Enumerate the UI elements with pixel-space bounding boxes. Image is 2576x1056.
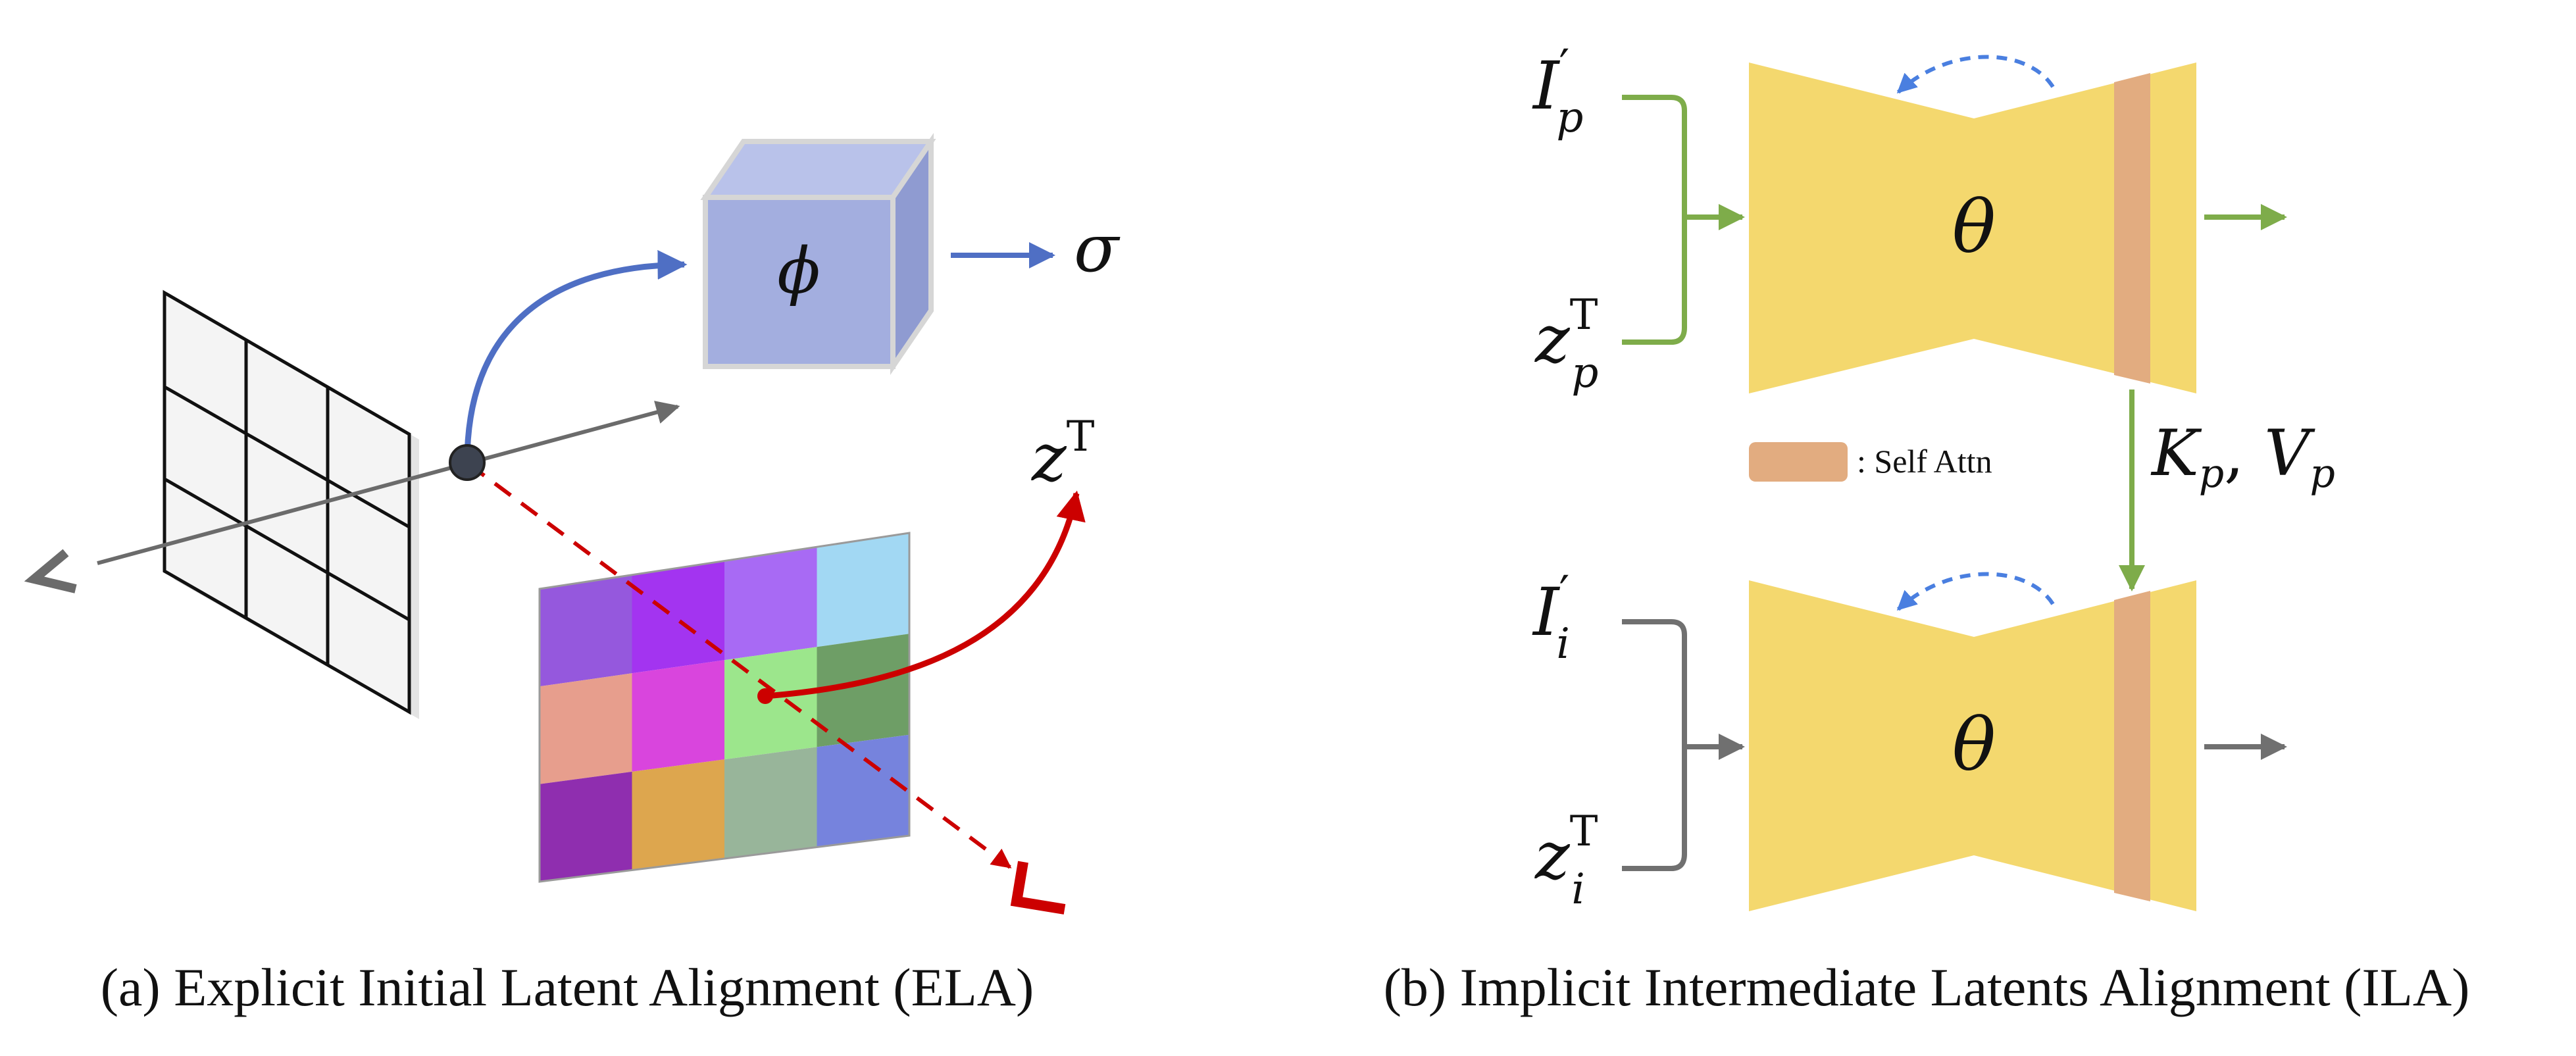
latent-cell [724,647,817,760]
target-camera-eye-icon [1010,861,1066,915]
camera-ray [97,401,680,565]
top-input-bracket [1622,95,1687,345]
latent-cell [632,660,724,772]
bottom-image-input: I′i [1532,566,1570,668]
latent-output-arrow [765,490,1086,699]
caption-b: (b) Implicit Intermediate Latents Alignm… [1384,957,2470,1017]
latent-cell [540,771,632,882]
sigma-label: σ [1074,210,1121,287]
image-plane [163,289,419,719]
latent-cell [724,747,817,859]
latent-cell [540,574,632,687]
latent-cell [817,533,909,647]
bottom-skip-arrow [1896,572,2055,611]
latent-cell [540,673,632,784]
latent-grid-border [538,532,911,883]
panel-a: ϕ σ zT (a) Explicit Initial Latent Align… [24,133,1121,1017]
latent-label: zT [1031,413,1095,496]
top-skip-arrow [1896,55,2055,94]
top-image-input: I′p [1532,39,1583,142]
top-unet-label: θ [1952,185,1996,269]
bottom-input-bracket [1622,619,1687,871]
camera-eye-icon [24,549,77,593]
latent-cell [724,547,817,661]
ray-sample-point [449,444,486,481]
top-unet: θ [1749,55,2196,393]
mlp-input-arrow [464,250,688,463]
cube-label: ϕ [777,234,820,308]
caption-a: (a) Explicit Initial Latent Alignment (E… [101,957,1034,1017]
kv-label: Kp, Vp [2150,416,2335,497]
latent-cell [632,561,724,674]
latent-cell [817,634,909,747]
latent-grid [538,532,911,883]
self-attn-legend-swatch [1749,442,1848,482]
mlp-cube [700,133,936,375]
latent-cell [632,759,724,870]
bottom-unet-label: θ [1952,703,1996,787]
latent-cell [817,734,909,847]
self-attn-legend-label: : Self Attn [1857,443,1992,480]
bottom-unet: θ [1749,572,2196,911]
latent-ray [467,462,1012,869]
